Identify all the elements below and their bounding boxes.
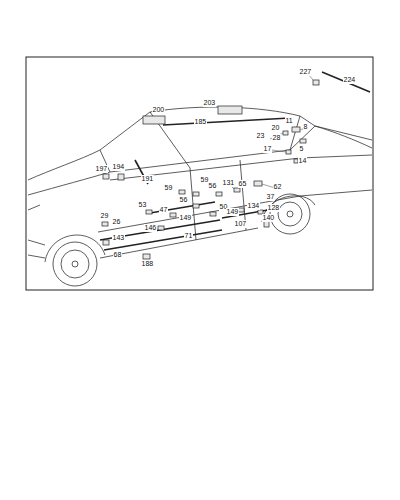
callout-number: 188 [141,260,154,268]
callout-number: 37 [266,193,275,201]
callout-number: 20 [271,124,280,132]
callout-number: 71 [184,232,193,240]
callout-number: 59 [164,184,173,192]
wheels [53,194,310,286]
callout-number: 26 [112,218,121,226]
callout-number: 14 [298,157,307,165]
callout-number: 62 [273,183,282,191]
callout-number: 146 [144,224,157,232]
callout-number: 8 [303,123,308,131]
callout-number: 131 [222,179,235,187]
callout-number: 203 [203,99,216,107]
moulding-strips [100,72,370,250]
callout-number: 185 [194,118,207,126]
callout-number: 191 [141,175,154,183]
callout-number: 68 [113,251,122,259]
callout-number: 5 [299,145,304,153]
callout-number: 200 [152,106,165,114]
clip-parts [102,80,319,259]
callout-number: 197 [95,165,108,173]
callout-number: 107 [234,220,247,228]
callout-number: 28 [272,134,281,142]
callout-number: 11 [285,117,293,125]
callout-number: 47 [159,206,168,214]
callout-number: 53 [138,201,147,209]
callout-number: 23 [256,132,265,140]
callout-number: 17 [263,145,272,153]
callout-number: 194 [112,163,125,171]
callout-number: 134 [247,202,260,210]
callout-number: 140 [262,214,275,222]
leader-lines [232,75,313,220]
callout-number: 143 [112,234,125,242]
callout-number: 128 [267,204,280,212]
callout-number: 65 [238,180,247,188]
callout-number: 56 [208,182,217,190]
callout-number: 29 [100,212,109,220]
callout-number: 224 [343,76,356,84]
car-body [28,107,372,262]
callout-number: 149 [226,208,239,216]
callout-number: 56 [179,196,188,204]
callout-number: 149 [179,214,192,222]
callout-number: 227 [299,68,312,76]
frame [26,57,373,290]
